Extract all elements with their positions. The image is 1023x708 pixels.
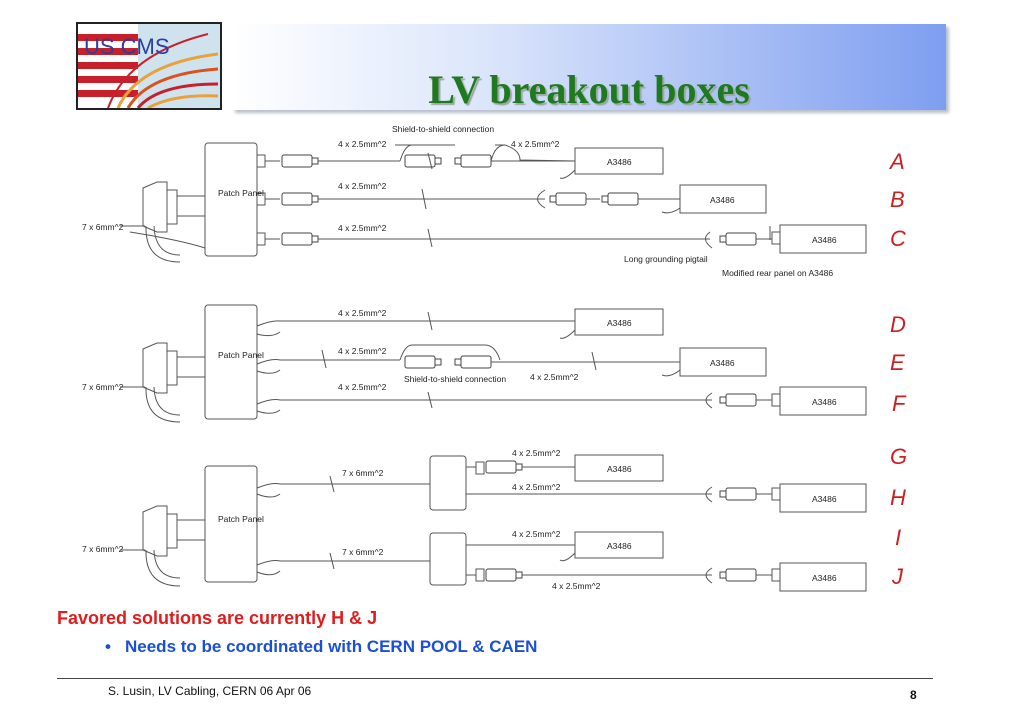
grounding-pigtail-label: Long grounding pigtail <box>624 254 708 264</box>
patch-panel-label-3: Patch Panel <box>218 514 264 524</box>
cable-7x6-label-1: 7 x 6mm^2 <box>82 222 124 232</box>
us-cms-logo: US CMS <box>76 22 222 110</box>
supply-e: A3486 <box>710 358 735 368</box>
cable-4x25-label-h: 4 x 2.5mm^2 <box>512 482 561 492</box>
supply-a: A3486 <box>607 157 632 167</box>
bullet-item: • Needs to be coordinated with CERN POOL … <box>105 637 537 657</box>
bullet-text: Needs to be coordinated with CERN POOL &… <box>125 637 538 656</box>
label-e: E <box>890 350 905 375</box>
cable-4x25-label-a1: 4 x 2.5mm^2 <box>338 139 387 149</box>
supply-d: A3486 <box>607 318 632 328</box>
cable-4x25-label-f: 4 x 2.5mm^2 <box>338 382 387 392</box>
shield-connection-label-2: Shield-to-shield connection <box>404 374 506 384</box>
footer-text: S. Lusin, LV Cabling, CERN 06 Apr 06 <box>108 684 312 698</box>
modified-panel-label: Modified rear panel on A3486 <box>722 268 833 278</box>
cable-4x25-label-c: 4 x 2.5mm^2 <box>338 223 387 233</box>
supply-i: A3486 <box>607 541 632 551</box>
logo-text: US CMS <box>84 34 170 59</box>
label-a: A <box>888 149 905 174</box>
label-h: H <box>890 485 906 510</box>
shield-connection-label-1: Shield-to-shield connection <box>392 124 494 134</box>
supply-j: A3486 <box>812 573 837 583</box>
cable-4x25-label-d: 4 x 2.5mm^2 <box>338 308 387 318</box>
slide-title: LV breakout boxes <box>428 67 750 112</box>
label-b: B <box>890 187 905 212</box>
label-f: F <box>892 391 907 416</box>
cable-4x25-label-e2: 4 x 2.5mm^2 <box>530 372 579 382</box>
cable-4x25-label-a2: 4 x 2.5mm^2 <box>511 139 560 149</box>
supply-b: A3486 <box>710 195 735 205</box>
cable-7x6-label-g: 7 x 6mm^2 <box>342 468 384 478</box>
label-g: G <box>890 444 907 469</box>
title-bar: LV breakout boxes <box>232 24 946 110</box>
supply-f: A3486 <box>812 397 837 407</box>
cable-7x6-label-3: 7 x 6mm^2 <box>82 544 124 554</box>
cable-7x6-label-i: 7 x 6mm^2 <box>342 547 384 557</box>
cable-7x6-label-2: 7 x 6mm^2 <box>82 382 124 392</box>
supply-h: A3486 <box>812 494 837 504</box>
bullet-mark: • <box>105 637 111 656</box>
label-j: J <box>891 564 904 589</box>
cable-4x25-label-i: 4 x 2.5mm^2 <box>512 529 561 539</box>
label-i: I <box>895 525 901 550</box>
cable-4x25-label-j: 4 x 2.5mm^2 <box>552 581 601 591</box>
patch-panel-label-1: Patch Panel <box>218 188 264 198</box>
cable-4x25-label-g: 4 x 2.5mm^2 <box>512 448 561 458</box>
cable-4x25-label-b: 4 x 2.5mm^2 <box>338 181 387 191</box>
label-d: D <box>890 312 906 337</box>
supply-g: A3486 <box>607 464 632 474</box>
page-number: 8 <box>910 688 917 702</box>
footer-divider <box>57 678 933 679</box>
patch-panel-label-2: Patch Panel <box>218 350 264 360</box>
cable-4x25-label-e: 4 x 2.5mm^2 <box>338 346 387 356</box>
supply-c: A3486 <box>812 235 837 245</box>
favored-solutions-note: Favored solutions are currently H & J <box>57 608 378 628</box>
label-c: C <box>890 226 906 251</box>
